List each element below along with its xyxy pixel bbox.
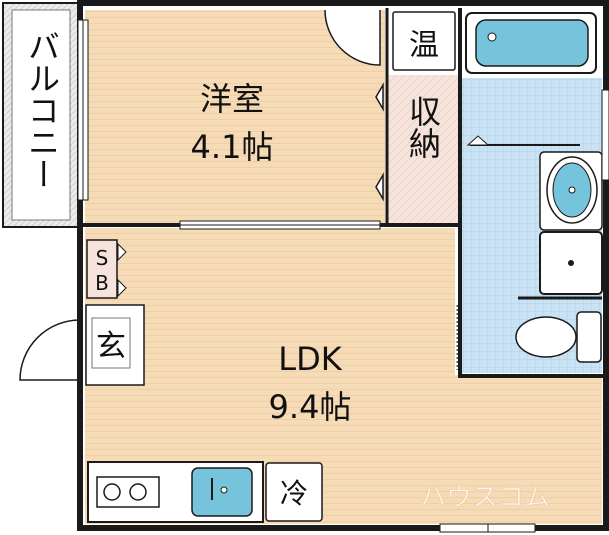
stove-icon	[96, 476, 160, 508]
western-room-door	[324, 9, 381, 66]
window-balcony	[77, 19, 89, 201]
door-swing-icon	[19, 319, 81, 381]
water-heater: 温	[392, 11, 456, 71]
watermark: ハウスコム	[420, 483, 550, 513]
window-bottom	[439, 523, 536, 533]
western-room-size: 4.1帖	[191, 128, 274, 166]
kitchen-counter	[87, 461, 264, 523]
shoe-box-b: B	[95, 271, 109, 295]
bathtub-icon	[465, 12, 597, 74]
entrance: 玄	[19, 304, 145, 386]
water-heater-label: 温	[409, 28, 439, 63]
ldk-size: 9.4帖	[269, 388, 352, 426]
storage-closet: 収納	[375, 75, 458, 223]
sliding-door	[179, 220, 381, 230]
window-right	[601, 89, 609, 181]
sink-icon	[539, 151, 603, 231]
washing-machine-icon	[539, 231, 603, 295]
shoe-box-s: S	[96, 246, 109, 270]
fridge-label: 冷	[280, 477, 308, 510]
kitchen-sink-icon	[191, 467, 253, 517]
balcony-label: バルコニー	[23, 30, 61, 190]
western-room-name: 洋室	[200, 80, 264, 118]
storage-label: 収納	[404, 95, 442, 159]
balcony: バルコニー	[2, 2, 79, 228]
ldk-name: LDK	[278, 340, 342, 378]
toilet-icon	[515, 311, 602, 363]
western-room: 洋室 4.1帖	[85, 10, 385, 223]
fridge: 冷	[265, 462, 323, 522]
bathroom	[456, 10, 603, 373]
shoe-box: S B	[86, 239, 127, 299]
entrance-label: 玄	[96, 329, 126, 364]
